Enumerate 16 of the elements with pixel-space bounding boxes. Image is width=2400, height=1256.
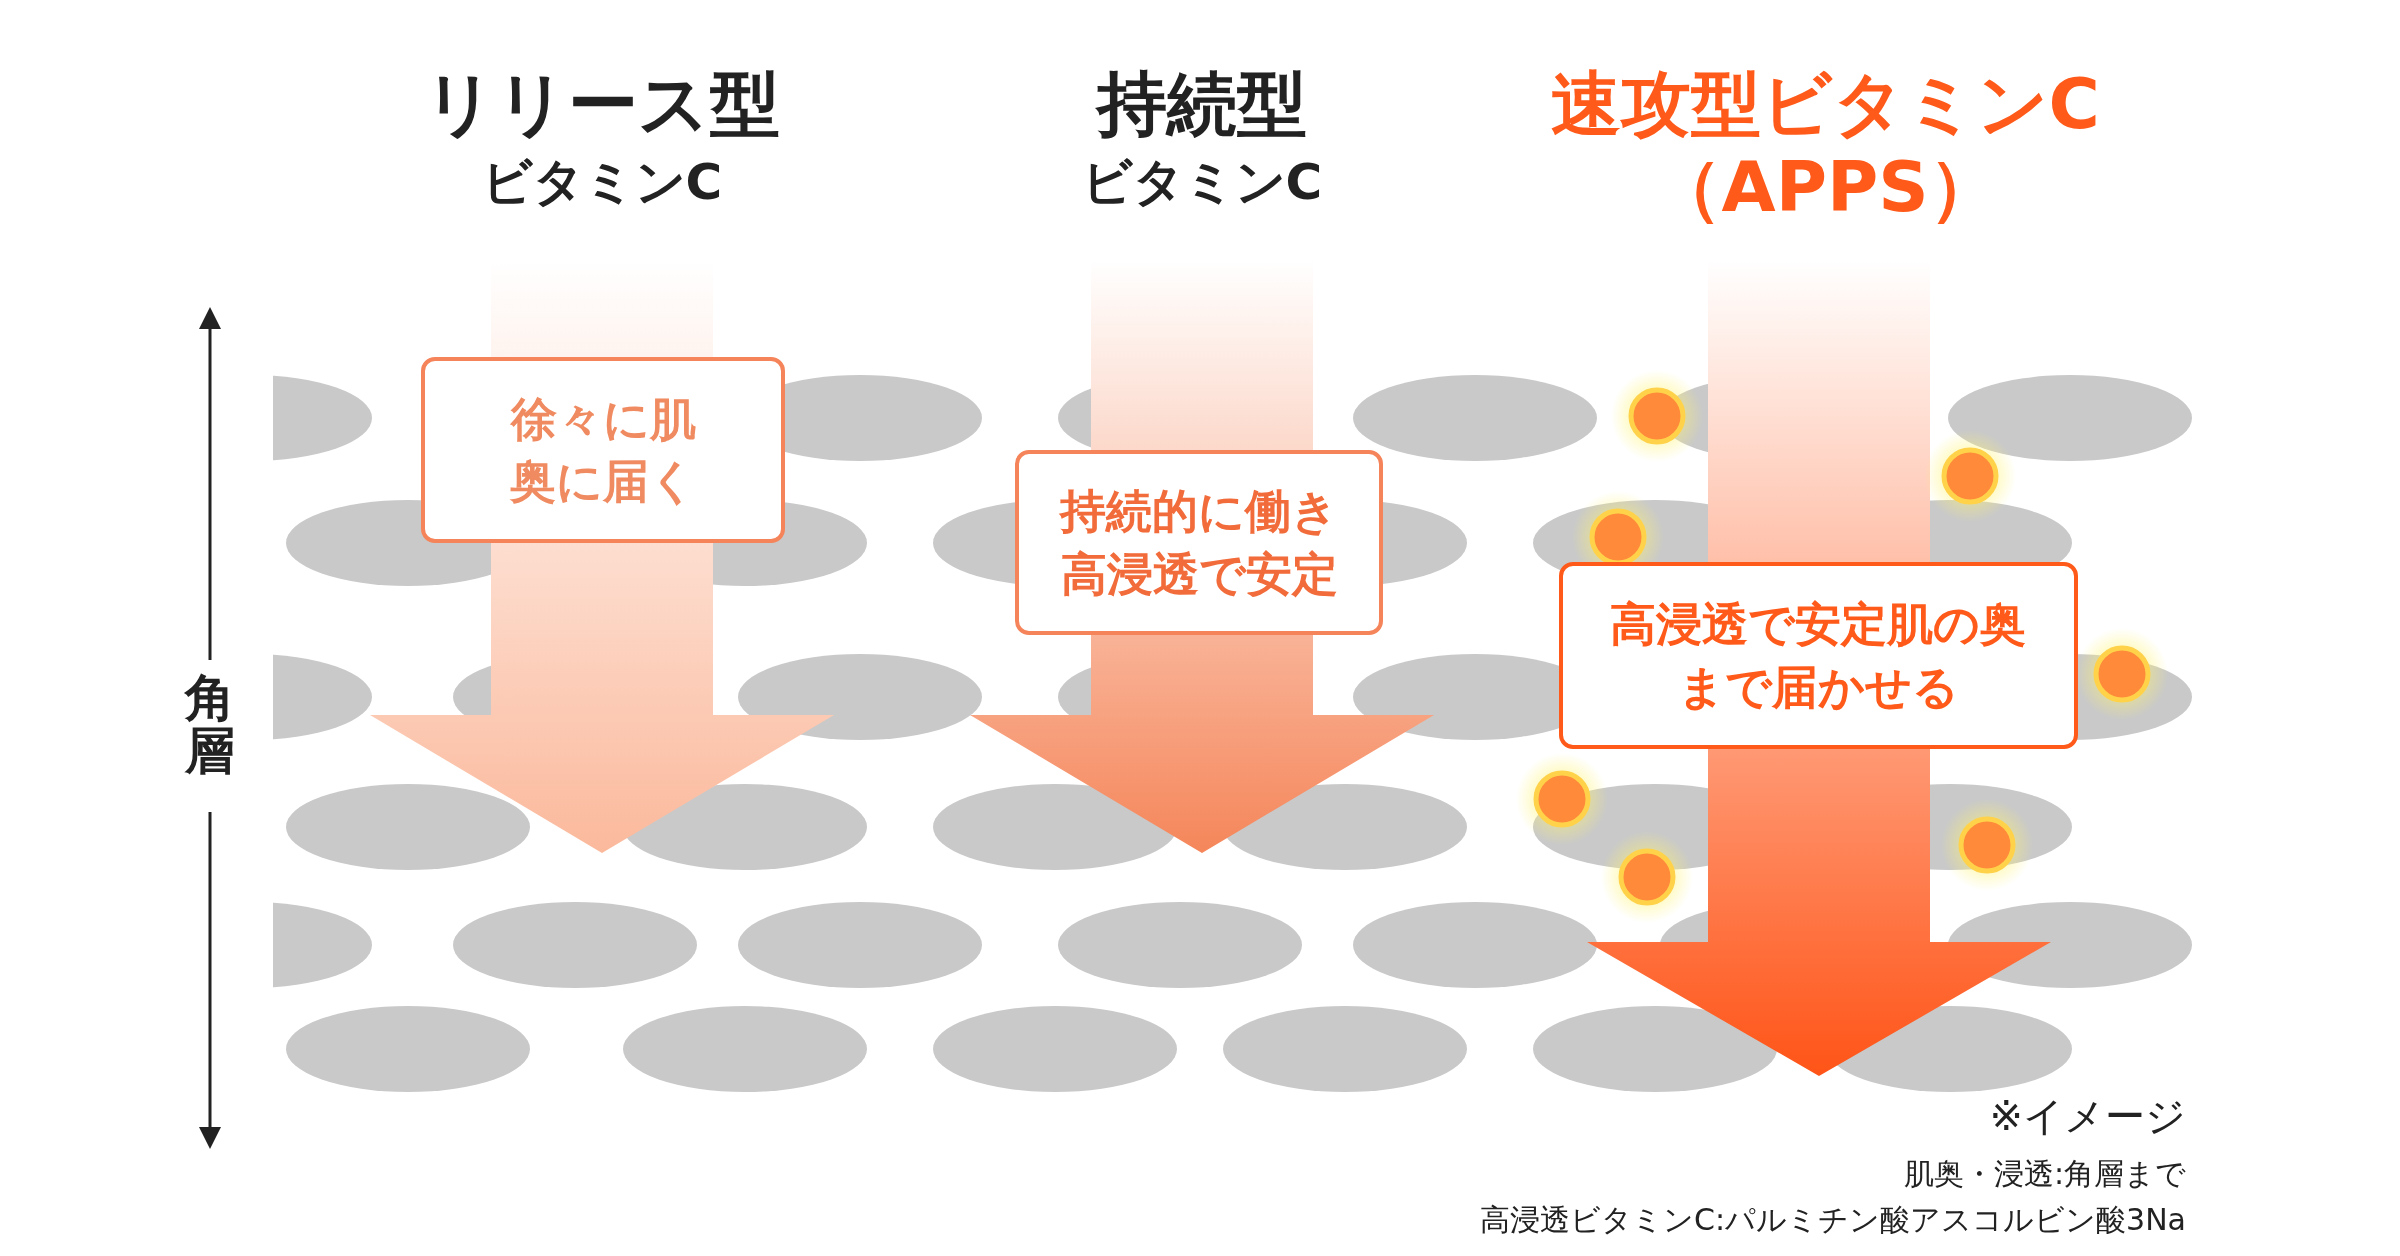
box-text: 高浸透で安定肌の奥まで届かせる xyxy=(1609,596,2028,716)
text-box xyxy=(1559,562,2078,749)
column-title: リリース型 xyxy=(424,62,780,146)
note-text: 高浸透ビタミンC:パルミチン酸アスコルビン酸3Na xyxy=(1480,1202,2186,1238)
axis-label: 角層 xyxy=(185,672,235,777)
column-subtitle: ビタミンC xyxy=(481,152,723,212)
box-text: 徐々に肌奥に届く xyxy=(509,390,697,510)
column-subtitle: （APPS） xyxy=(1651,145,1999,229)
column-title: 速攻型ビタミンC xyxy=(1550,62,2100,146)
note-text: 肌奥・浸透:角層まで xyxy=(1903,1156,2186,1192)
column-subtitle: ビタミンC xyxy=(1081,152,1323,212)
text-box xyxy=(421,357,785,543)
box-text: 持続的に働き高浸透で安定 xyxy=(1058,483,1339,603)
column-title: 持続型 xyxy=(1097,62,1307,146)
text-box xyxy=(1015,450,1383,635)
note-text: ※イメージ xyxy=(1989,1092,2186,1140)
